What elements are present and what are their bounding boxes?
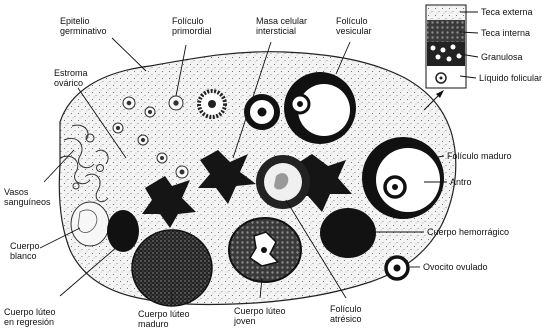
ovulated-oocyte	[386, 257, 408, 279]
label-ovocito-ovulado: Ovocito ovulado	[423, 262, 488, 272]
label-line: ovárico	[54, 78, 88, 88]
mature-follicle	[362, 137, 444, 219]
label-line: Cuerpo lúteo	[234, 306, 286, 316]
label-line: intersticial	[256, 26, 307, 36]
corpus-luteum-young	[229, 218, 301, 282]
label-cuerpo-blanco: Cuerpo blanco	[10, 241, 40, 261]
label-line: blanco	[10, 251, 40, 261]
label-vasos-sanguineos: Vasos sanguíneos	[4, 187, 51, 207]
label-masa-celular-intersticial: Masa celular intersticial	[256, 16, 307, 36]
label-line: Folículo	[172, 16, 212, 26]
label-line: atrésico	[330, 314, 362, 324]
corpus-albicans	[71, 202, 109, 246]
label-line: Cuerpo	[10, 241, 40, 251]
label-foliculo-primordial: Folículo primordial	[172, 16, 212, 36]
label-line: Epitelio	[60, 16, 107, 26]
label-line: sanguíneos	[4, 197, 51, 207]
label-line: primordial	[172, 26, 212, 36]
atretic-follicle	[256, 155, 310, 209]
label-teca-interna: Teca interna	[481, 28, 530, 38]
label-line: joven	[234, 316, 286, 326]
label-epitelio-germinativo: Epitelio germinativo	[60, 16, 107, 36]
label-line: Folículo	[330, 304, 362, 314]
label-antro: Antro	[450, 177, 472, 187]
label-line: germinativo	[60, 26, 107, 36]
label-line: Vasos	[4, 187, 51, 197]
label-cuerpo-luteo-joven: Cuerpo lúteo joven	[234, 306, 286, 326]
label-teca-externa: Teca externa	[481, 7, 533, 17]
label-line: en regresión	[4, 317, 56, 327]
label-line: vesicular	[336, 26, 372, 36]
label-line: Estroma	[54, 68, 88, 78]
label-line: Cuerpo lúteo	[4, 307, 56, 317]
label-line: Cuerpo lúteo	[138, 309, 190, 319]
label-estroma-ovarico: Estroma ovárico	[54, 68, 88, 88]
label-cuerpo-hemorragico: Cuerpo hemorrágico	[427, 227, 509, 237]
corpus-luteum-regression	[107, 210, 139, 252]
label-line: Masa celular	[256, 16, 307, 26]
follicle-wall-inset	[426, 5, 466, 88]
vesicular-follicle	[284, 72, 356, 144]
label-foliculo-vesicular: Folículo vesicular	[336, 16, 372, 36]
label-line: maduro	[138, 319, 190, 329]
label-cuerpo-luteo-regresion: Cuerpo lúteo en regresión	[4, 307, 56, 327]
label-foliculo-atresico: Folículo atrésico	[330, 304, 362, 324]
label-granulosa: Granulosa	[481, 52, 523, 62]
corpus-hemorrhagicum	[320, 208, 376, 258]
label-line: Folículo	[336, 16, 372, 26]
label-liquido-folicular: Líquido folicular	[479, 73, 542, 83]
label-foliculo-maduro: Folículo maduro	[447, 151, 512, 161]
label-cuerpo-luteo-maduro: Cuerpo lúteo maduro	[138, 309, 190, 329]
